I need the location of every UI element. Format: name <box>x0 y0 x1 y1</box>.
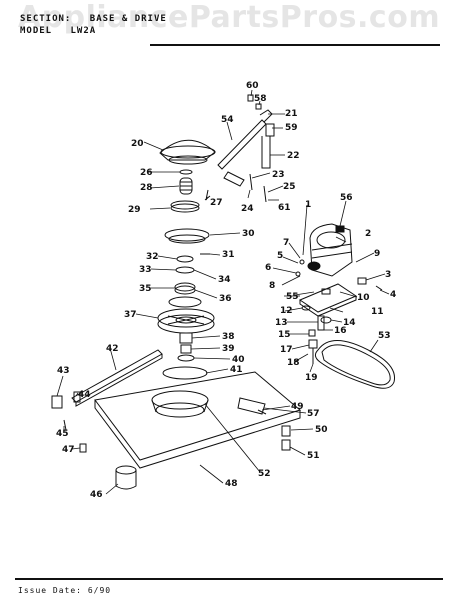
callout-44: 44 <box>78 390 91 400</box>
model-label: MODEL <box>20 26 53 36</box>
callout-5: 5 <box>277 251 283 261</box>
drive-belt-inner <box>321 344 391 386</box>
section-value: BASE & DRIVE <box>89 14 167 24</box>
callout-10: 10 <box>357 293 370 303</box>
watermark: AppliancePartsPros.com <box>17 0 441 35</box>
callout-37: 37 <box>124 310 137 320</box>
callout-1: 1 <box>305 200 311 210</box>
callout-48: 48 <box>225 479 238 489</box>
callout-36: 36 <box>219 294 232 304</box>
callout-54: 54 <box>221 115 234 125</box>
footer-rule <box>15 578 443 580</box>
model-value: LW2A <box>70 26 97 36</box>
levers <box>217 94 275 203</box>
drive-stack <box>157 169 215 362</box>
callout-40: 40 <box>232 355 245 365</box>
leader-lines <box>56 89 390 495</box>
callout-19: 19 <box>305 373 318 383</box>
callout-35: 35 <box>139 284 152 294</box>
motor-mount <box>298 277 383 317</box>
callout-27: 27 <box>210 198 223 208</box>
frame-screws <box>257 409 291 451</box>
callout-17: 17 <box>280 345 293 355</box>
callout-12: 12 <box>280 306 293 316</box>
callout-31: 31 <box>222 250 235 260</box>
callout-2: 2 <box>365 229 371 239</box>
callout-29: 29 <box>128 205 141 215</box>
callout-3: 3 <box>385 270 391 280</box>
callout-39: 39 <box>222 344 235 354</box>
issue-label: Issue Date: <box>18 586 82 595</box>
callout-51: 51 <box>307 451 320 461</box>
callout-56: 56 <box>340 193 353 203</box>
callout-30: 30 <box>242 229 255 239</box>
callout-42: 42 <box>106 344 119 354</box>
brace-bar <box>71 349 163 407</box>
callout-47: 47 <box>62 445 75 455</box>
callout-24: 24 <box>241 204 254 214</box>
callout-58: 58 <box>254 94 267 104</box>
callout-59: 59 <box>285 123 298 133</box>
foot-pad <box>115 465 137 490</box>
drive-belt <box>314 340 396 389</box>
section-line: SECTION: BASE & DRIVE <box>20 14 167 24</box>
callout-23: 23 <box>272 170 285 180</box>
header-rule <box>150 44 440 46</box>
issue-date: 6/90 <box>87 586 112 595</box>
callout-16: 16 <box>334 326 347 336</box>
callout-11: 11 <box>371 307 384 317</box>
callout-60: 60 <box>246 81 259 91</box>
callout-26: 26 <box>140 168 153 178</box>
callout-33: 33 <box>139 265 152 275</box>
callout-22: 22 <box>287 151 300 161</box>
section-label: SECTION: <box>20 14 72 24</box>
model-line: MODEL LW2A <box>20 26 96 36</box>
callout-6: 6 <box>265 263 271 273</box>
part-callouts: 1 2 3 4 5 6 7 8 9 10 11 12 13 14 15 16 1… <box>56 81 396 500</box>
callout-13: 13 <box>275 318 288 328</box>
callout-14: 14 <box>343 318 356 328</box>
callout-46: 46 <box>90 490 103 500</box>
base-plate <box>94 366 302 469</box>
callout-34: 34 <box>218 275 231 285</box>
callout-43: 43 <box>57 366 70 376</box>
callout-18: 18 <box>287 358 300 368</box>
callout-38: 38 <box>222 332 235 342</box>
callout-28: 28 <box>140 183 153 193</box>
callout-52: 52 <box>258 469 271 479</box>
callout-8: 8 <box>269 281 275 291</box>
motor <box>307 223 353 277</box>
callout-7: 7 <box>283 238 289 248</box>
callout-32: 32 <box>146 252 159 262</box>
callout-4: 4 <box>390 290 396 300</box>
callout-41: 41 <box>230 365 243 375</box>
callout-20: 20 <box>131 139 144 149</box>
callout-45: 45 <box>56 429 69 439</box>
callout-9: 9 <box>374 249 380 259</box>
leveling-parts <box>51 391 87 453</box>
callout-50: 50 <box>315 425 328 435</box>
footer: Issue Date: 6/90 <box>18 586 111 595</box>
transmission-cover <box>159 139 216 165</box>
callout-49: 49 <box>291 402 304 412</box>
callout-57: 57 <box>307 409 320 419</box>
callout-55: 55 <box>286 292 299 302</box>
callout-25: 25 <box>283 182 296 192</box>
callout-61: 61 <box>278 203 291 213</box>
callout-15: 15 <box>278 330 291 340</box>
callout-53: 53 <box>378 331 391 341</box>
callout-21: 21 <box>285 109 298 119</box>
